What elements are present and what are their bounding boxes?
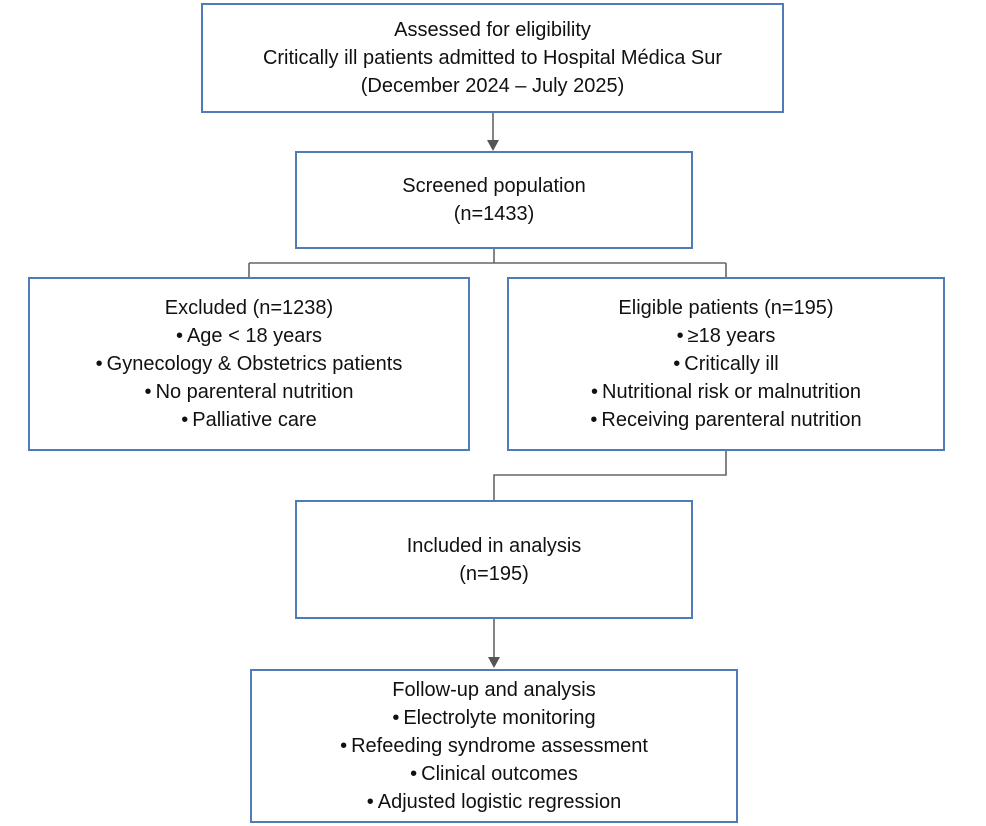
followup-bullet-2-text: Refeeding syndrome assessment: [351, 735, 648, 757]
arrowhead-into-screened: [487, 140, 499, 151]
bullet-glyph: •: [175, 325, 183, 347]
assessed-line-3: (December 2024 – July 2025): [360, 75, 625, 97]
followup-bullet-1-text: Electrolyte monitoring: [403, 707, 596, 729]
included-line-2: (n=195): [459, 562, 529, 585]
excluded-bullet-4-text: Palliative care: [192, 409, 317, 431]
bullet-glyph: •: [676, 325, 684, 347]
bullet-glyph: •: [366, 791, 374, 813]
followup-title: Follow-up and analysis: [392, 679, 596, 701]
eligible-bullet-2: •Critically ill: [673, 350, 778, 378]
bullet-glyph: •: [144, 381, 152, 403]
bullet-glyph: •: [392, 707, 400, 729]
screened-box: Screened population (n=1433): [295, 151, 693, 249]
followup-bullet-2: •Refeeding syndrome assessment: [340, 732, 648, 760]
excluded-bullet-1-text: Age < 18 years: [186, 325, 323, 347]
eligible-box: Eligible patients (n=195) •≥18 years •Cr…: [507, 277, 945, 451]
eligible-bullet-1: •≥18 years: [677, 322, 776, 350]
bullet-glyph: •: [95, 353, 103, 375]
eligible-bullet-4-text: Receiving parenteral nutrition: [601, 409, 862, 431]
screened-line-2: (n=1433): [453, 203, 535, 225]
followup-bullet-4: •Adjusted logistic regression: [367, 788, 621, 816]
assessed-line-1: Assessed for eligibility: [394, 19, 591, 41]
connector-eligible-to-included: [493, 451, 727, 500]
followup-box: Follow-up and analysis •Electrolyte moni…: [250, 669, 738, 823]
eligible-bullet-3: •Nutritional risk or malnutrition: [591, 378, 861, 406]
eligible-bullet-3-text: Nutritional risk or malnutrition: [602, 381, 861, 403]
excluded-title: Excluded (n=1238): [164, 297, 334, 319]
assessed-line-2: Critically ill patients admitted to Hosp…: [262, 47, 723, 69]
followup-bullet-3-text: Clinical outcomes: [421, 763, 578, 785]
bullet-glyph: •: [340, 735, 348, 757]
arrowhead-into-followup: [488, 657, 500, 668]
included-box: Included in analysis (n=195): [295, 500, 693, 619]
screened-line-1: Screened population: [402, 175, 586, 197]
eligible-title: Eligible patients (n=195): [618, 297, 834, 319]
excluded-bullet-3: •No parenteral nutrition: [145, 378, 354, 406]
bullet-glyph: •: [591, 381, 599, 403]
excluded-box: Excluded (n=1238) •Age < 18 years •Gynec…: [28, 277, 470, 451]
bullet-glyph: •: [181, 409, 189, 431]
excluded-bullet-2-text: Gynecology & Obstetrics patients: [106, 353, 403, 375]
connector-screened-branch: [248, 249, 727, 277]
followup-bullet-1: •Electrolyte monitoring: [392, 704, 595, 732]
excluded-bullet-2: •Gynecology & Obstetrics patients: [96, 350, 403, 378]
excluded-bullet-3-text: No parenteral nutrition: [155, 381, 354, 403]
eligible-bullet-2-text: Critically ill: [684, 353, 779, 375]
included-line-1: Included in analysis: [406, 534, 582, 557]
followup-bullet-4-text: Adjusted logistic regression: [377, 791, 622, 813]
excluded-bullet-4: •Palliative care: [181, 406, 317, 434]
bullet-glyph: •: [590, 409, 598, 431]
eligible-bullet-1-text: ≥18 years: [687, 325, 776, 347]
bullet-glyph: •: [673, 353, 681, 375]
eligible-bullet-4: •Receiving parenteral nutrition: [590, 406, 861, 434]
followup-bullet-3: •Clinical outcomes: [410, 760, 578, 788]
bullet-glyph: •: [410, 763, 418, 785]
excluded-bullet-1: •Age < 18 years: [176, 322, 322, 350]
assessed-box: Assessed for eligibility Critically ill …: [201, 3, 784, 113]
